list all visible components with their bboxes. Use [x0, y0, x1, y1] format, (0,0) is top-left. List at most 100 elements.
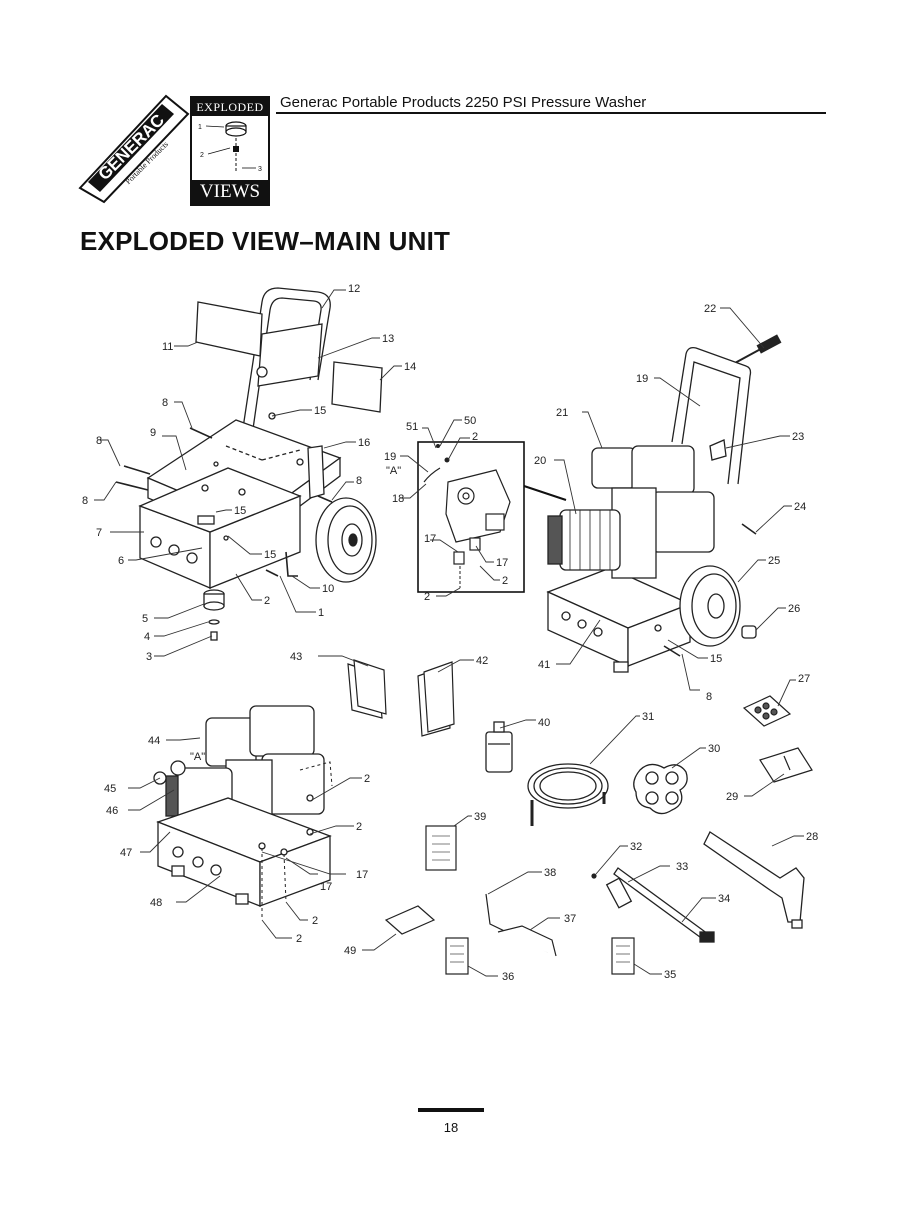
callout-47: 47: [120, 847, 132, 859]
callout-36: 36: [502, 971, 514, 983]
callout-2: 2: [424, 591, 430, 603]
badge-top-label: EXPLODED: [192, 98, 268, 116]
callout-17: 17: [424, 533, 436, 545]
callout-26: 26: [788, 603, 800, 615]
page-title: EXPLODED VIEW–MAIN UNIT: [80, 226, 451, 256]
callout-15: 15: [264, 549, 276, 561]
callout-41: 41: [538, 659, 550, 671]
generac-logo: GENERAC Portable Products: [78, 94, 190, 204]
badge-illustration: 1 2 3: [198, 121, 262, 173]
callout-2: 2: [356, 821, 362, 833]
detail-a-box: [417, 441, 567, 593]
badge-callout-3: 3: [258, 166, 262, 173]
callout-15: 15: [314, 405, 326, 417]
callout-2: 2: [312, 915, 318, 927]
assembled-unit: [546, 334, 782, 673]
nozzle-holder: [633, 763, 688, 815]
hose-coil: [527, 763, 609, 826]
callout-16: 16: [358, 437, 370, 449]
callout-45: 45: [104, 783, 116, 795]
callout-2: 2: [296, 933, 302, 945]
callout-10: 10: [322, 583, 334, 595]
oil-bottle: [485, 721, 513, 773]
lower-unit: [153, 705, 332, 907]
callout-3: 3: [146, 651, 152, 663]
callout-44: 44: [148, 735, 160, 747]
callout-17: 17: [356, 869, 368, 881]
callout-29: 29: [726, 791, 738, 803]
detail-a-label-lower: "A": [190, 751, 205, 763]
callout-2: 2: [472, 431, 478, 443]
callout-4: 4: [144, 631, 150, 643]
callout-21: 21: [556, 407, 568, 419]
page-number: 18: [443, 1120, 459, 1135]
callout-19: 19: [636, 373, 648, 385]
frame-assembly: [138, 287, 383, 589]
callout-48: 48: [150, 897, 162, 909]
callout-46: 46: [106, 805, 118, 817]
callout-32: 32: [630, 841, 642, 853]
callout-30: 30: [708, 743, 720, 755]
callout-13: 13: [382, 333, 394, 345]
callout-49: 49: [344, 945, 356, 957]
callout-40: 40: [538, 717, 550, 729]
callout-25: 25: [768, 555, 780, 567]
callout-7: 7: [96, 527, 102, 539]
callout-8: 8: [96, 435, 102, 447]
exploded-diagram: "A" "A" 12 11 13 14 8 15 9 8 16 8 8 15 7…: [82, 283, 818, 983]
callout-17: 17: [496, 557, 508, 569]
callout-23: 23: [792, 431, 804, 443]
ruled-lines: [432, 835, 630, 963]
detail-a-label-upper: "A": [386, 465, 401, 477]
callout-22: 22: [704, 303, 716, 315]
callout-28: 28: [806, 831, 818, 843]
callout-2: 2: [502, 575, 508, 587]
header-title: Generac Portable Products 2250 PSI Press…: [280, 94, 647, 111]
callout-8: 8: [356, 475, 362, 487]
callout-50: 50: [464, 415, 476, 427]
callout-1: 1: [318, 607, 324, 619]
callout-9: 9: [150, 427, 156, 439]
callout-15: 15: [234, 505, 246, 517]
callout-8: 8: [82, 495, 88, 507]
bolts-left: [115, 427, 333, 577]
callout-2: 2: [264, 595, 270, 607]
callout-37: 37: [564, 913, 576, 925]
callout-35: 35: [664, 969, 676, 981]
callout-14: 14: [404, 361, 416, 373]
callout-31: 31: [642, 711, 654, 723]
callout-38: 38: [544, 867, 556, 879]
callout-19: 19: [384, 451, 396, 463]
leader-lines: [94, 289, 804, 977]
lower-dashes: [261, 761, 333, 920]
callout-27: 27: [798, 673, 810, 685]
callout-24: 24: [794, 501, 806, 513]
callout-20: 20: [534, 455, 546, 467]
callout-8: 8: [162, 397, 168, 409]
rubber-foot: [203, 589, 225, 641]
callout-15: 15: [710, 653, 722, 665]
callout-8: 8: [706, 691, 712, 703]
badge-bottom-label: VIEWS: [192, 180, 268, 204]
manuals: [347, 659, 455, 737]
nozzle-kit-card: [742, 695, 813, 783]
spray-gun: [703, 831, 805, 929]
badge-callout-2: 2: [200, 152, 204, 159]
callout-labels: 12 11 13 14 8 15 9 8 16 8 8 15 7 6 15 10…: [82, 283, 818, 983]
callout-33: 33: [676, 861, 688, 873]
callout-6: 6: [118, 555, 124, 567]
callout-11: 11: [162, 341, 173, 353]
callout-42: 42: [476, 655, 488, 667]
page-number-rule: [418, 1108, 484, 1112]
badge-callout-1: 1: [198, 124, 202, 131]
callout-43: 43: [290, 651, 302, 663]
callout-39: 39: [474, 811, 486, 823]
callout-2: 2: [364, 773, 370, 785]
callout-12: 12: [348, 283, 360, 295]
callout-34: 34: [718, 893, 730, 905]
callout-5: 5: [142, 613, 148, 625]
callout-17: 17: [320, 881, 332, 893]
exploded-views-badge: EXPLODED 1 2 3 VIEWS: [190, 96, 270, 206]
extension-wand: [605, 867, 715, 943]
wheel-left: [315, 497, 377, 583]
